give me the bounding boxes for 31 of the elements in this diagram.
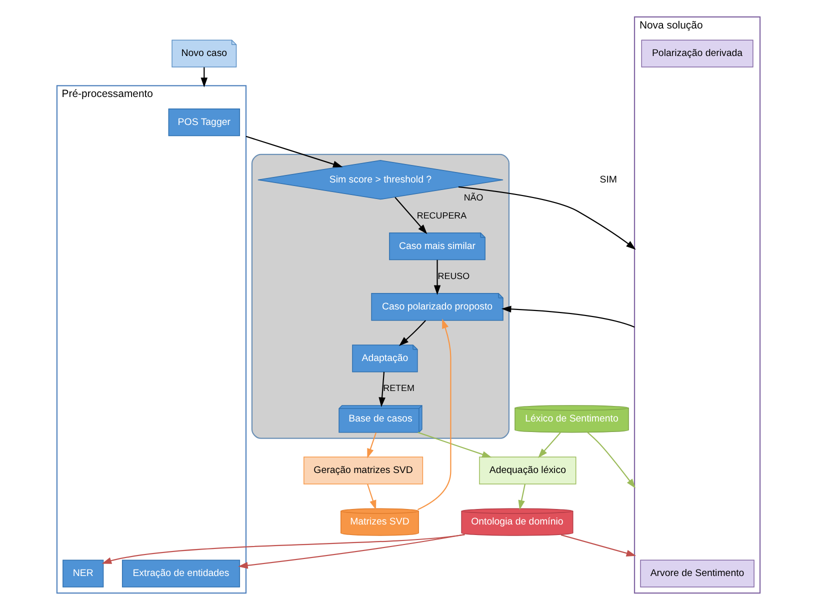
node-box: NER bbox=[62, 560, 104, 588]
arrow bbox=[560, 534, 636, 557]
edge-label: REUSO bbox=[438, 270, 470, 281]
cluster bbox=[251, 154, 510, 439]
arrow bbox=[200, 67, 208, 88]
arrow bbox=[367, 432, 377, 458]
arrow bbox=[238, 534, 464, 569]
node-box: Arvore de Sentimento bbox=[640, 560, 754, 588]
arrow bbox=[538, 432, 561, 458]
arrow bbox=[587, 432, 636, 488]
arrow bbox=[398, 320, 426, 346]
node-box: POS Tagger bbox=[168, 108, 240, 136]
arrow bbox=[434, 260, 441, 296]
arrow bbox=[518, 484, 526, 510]
label: SIM bbox=[600, 174, 617, 186]
node-box: Polarização derivada bbox=[641, 40, 754, 68]
arrow bbox=[458, 186, 636, 250]
node-box: Adequação léxico bbox=[479, 456, 576, 484]
arrow bbox=[246, 136, 343, 168]
arrow bbox=[418, 432, 492, 458]
edge-label: NÃO bbox=[464, 192, 484, 202]
arrow bbox=[102, 534, 465, 564]
arrow bbox=[394, 196, 428, 234]
arrow bbox=[501, 306, 635, 328]
arrow bbox=[417, 318, 452, 510]
edge-label: RECUPERA bbox=[416, 210, 467, 220]
node-box: Extração de entidades bbox=[122, 560, 240, 588]
arrow bbox=[367, 484, 376, 510]
arrow bbox=[378, 372, 386, 408]
edge-label: RETEM bbox=[383, 382, 414, 393]
node-box: Geração matrizes SVD bbox=[304, 456, 424, 484]
